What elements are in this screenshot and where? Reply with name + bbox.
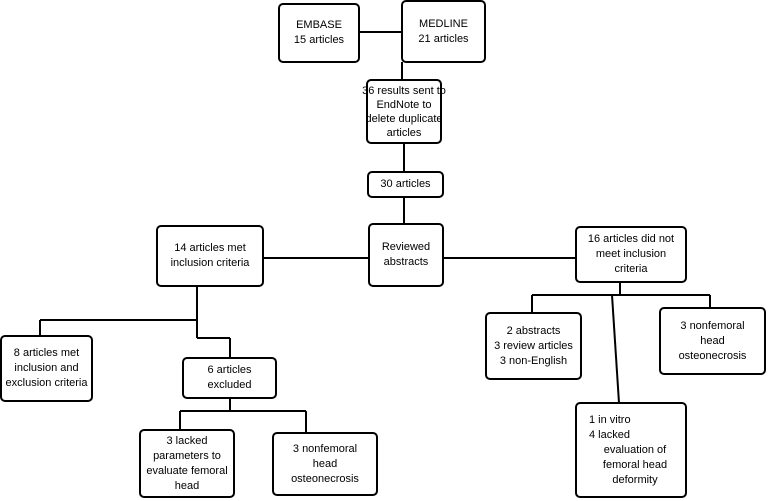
lacked-parameters-box: 3 lacked parameters to evaluate femoral … xyxy=(139,429,235,498)
notmet-line-1: 16 articles did not xyxy=(587,233,675,245)
invitro-line-5: deformity xyxy=(612,473,658,486)
nonfemoral-left-line-2: head xyxy=(312,457,338,470)
abstracts-line-2: 3 review articles xyxy=(494,339,573,352)
dedup-line-2: EndNote to xyxy=(376,98,432,111)
abstracts-line-1: 2 abstracts xyxy=(506,324,561,337)
nonfemoral-left-line-3: osteonecrosis xyxy=(291,472,359,485)
embase-line-1: EMBASE xyxy=(296,19,342,31)
dedup-box: 36 results sent to EndNote to delete dup… xyxy=(362,79,446,144)
six-excluded-box: 6 articles excluded xyxy=(182,357,277,399)
invitro-line-4: femoral head xyxy=(602,458,668,471)
reviewed-line-1: Reviewed xyxy=(381,241,431,253)
nonfemoral-right-line-1: 3 nonfemoral xyxy=(680,319,745,332)
reviewed-line-2: abstracts xyxy=(383,256,429,268)
medline-box: MEDLINE 21 articles xyxy=(401,0,486,63)
eight-line-3: exclusion criteria xyxy=(5,377,88,389)
medline-line-1: MEDLINE xyxy=(419,17,468,30)
lacked-line-3: evaluate femoral xyxy=(146,464,228,477)
met-inclusion-box: 14 articles met inclusion criteria xyxy=(156,225,264,287)
abstracts-line-3: 3 non-English xyxy=(499,354,568,367)
six-line-2: excluded xyxy=(207,379,252,391)
notmet-line-3: criteria xyxy=(614,263,648,275)
thirty-articles-box: 30 articles xyxy=(367,171,444,198)
medline-line-2: 21 articles xyxy=(418,32,469,45)
dedup-line-1: 36 results sent to xyxy=(362,84,446,97)
embase-box: EMBASE 15 articles xyxy=(278,3,360,63)
invitro-line-3: evaluation of xyxy=(603,443,667,456)
abstracts-reviews-box: 2 abstracts 3 review articles 3 non-Engl… xyxy=(485,312,582,380)
eight-line-2: inclusion and xyxy=(14,362,79,374)
dedup-line-3: delete duplicate xyxy=(365,112,443,125)
six-line-1: 6 articles xyxy=(207,364,252,376)
nonfemoral-right-line-3: osteonecrosis xyxy=(678,349,747,362)
embase-line-2: 15 articles xyxy=(293,34,345,46)
connector-bus-invitro xyxy=(611,294,620,404)
notmet-inclusion-box: 16 articles did not meet inclusion crite… xyxy=(575,226,687,283)
lacked-line-4: head xyxy=(174,479,200,492)
lacked-line-1: 3 lacked xyxy=(166,434,208,447)
notmet-line-2: meet inclusion xyxy=(595,248,667,260)
nonfemoral-right-line-2: head xyxy=(700,334,725,347)
nonfemoral-left-line-1: 3 nonfemoral xyxy=(292,442,358,455)
met-inclusion-exclusion-box: 8 articles met inclusion and exclusion c… xyxy=(0,335,93,402)
nonfemoral-right-box: 3 nonfemoral head osteonecrosis xyxy=(659,307,766,375)
lacked-line-2: parameters to xyxy=(153,449,221,462)
reviewed-abstracts-box: Reviewed abstracts xyxy=(368,223,444,287)
invitro-line-1: 1 in vitro xyxy=(589,413,631,426)
invitro-lacked-box: 1 in vitro 4 lacked evaluation of femora… xyxy=(575,402,687,498)
invitro-line-2: 4 lacked xyxy=(589,428,630,441)
eight-line-1: 8 articles met xyxy=(13,347,80,359)
dedup-line-4: articles xyxy=(386,126,422,139)
thirty-line-1: 30 articles xyxy=(380,178,431,190)
met-line-1: 14 articles met xyxy=(174,242,246,254)
nonfemoral-left-box: 3 nonfemoral head osteonecrosis xyxy=(272,432,378,496)
met-line-2: inclusion criteria xyxy=(170,257,250,269)
